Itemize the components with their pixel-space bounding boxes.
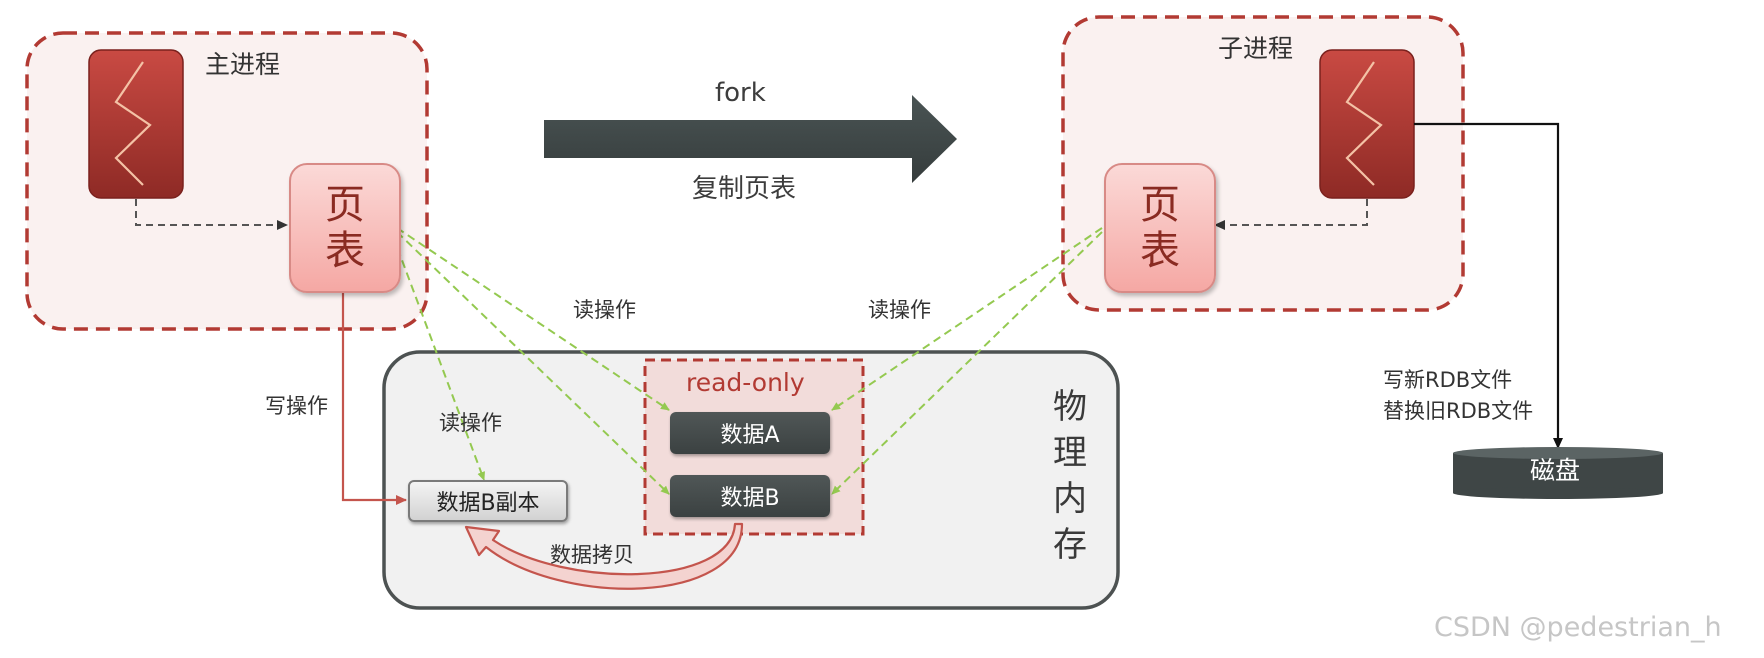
child-page-table-char-1: 页: [1140, 182, 1180, 228]
fork-sublabel: 复制页表: [692, 174, 797, 204]
child-thread-icon: [1345, 61, 1383, 186]
read-op-label-copy: 读操作: [439, 411, 502, 435]
data-b-copy-box: 数据B副本: [408, 480, 568, 522]
main-page-table: 页 表: [289, 163, 401, 293]
data-copy-label: 数据拷贝: [550, 543, 634, 567]
child-page-table-char-2: 表: [1140, 228, 1180, 274]
read-op-label-child: 读操作: [868, 298, 931, 322]
child-read-to-data-a: [831, 227, 1103, 411]
physical-memory-title-char-4: 存: [1053, 525, 1087, 565]
main-process-title: 主进程: [205, 50, 281, 79]
physical-memory-title-char-2: 理: [1053, 433, 1087, 473]
physical-memory-title-char-3: 内: [1053, 479, 1087, 519]
main-thread-block: [88, 49, 184, 199]
physical-memory-title-char-1: 物: [1053, 387, 1087, 427]
child-thread-to-page-table: [1214, 199, 1368, 230]
disk-body: [1453, 453, 1663, 493]
read-op-label-main: 读操作: [573, 298, 636, 322]
read-only-label: read-only: [686, 368, 805, 397]
write-op-label: 写操作: [265, 394, 328, 418]
data-copy-arrow: [464, 522, 744, 590]
write-rdb-arrow: [1414, 122, 1563, 449]
main-thread-to-page-table: [135, 199, 288, 230]
disk-bottom: [1453, 487, 1663, 499]
main-read-to-data-b: [396, 231, 670, 495]
fork-label: fork: [715, 78, 766, 108]
main-thread-icon: [114, 61, 152, 186]
write-rdb-label-line2: 替换旧RDB文件: [1383, 399, 1534, 423]
write-operation-arrow: [341, 289, 407, 505]
data-b-box: 数据B: [670, 475, 830, 517]
main-read-to-data-b-copy: [392, 235, 485, 481]
disk-label: 磁盘: [1530, 456, 1581, 485]
watermark: CSDN @pedestrian_h: [1434, 612, 1722, 643]
write-rdb-label-line1: 写新RDB文件: [1383, 368, 1513, 392]
child-page-table: 页 表: [1104, 163, 1216, 293]
fork-arrow: [544, 95, 957, 183]
disk-top: [1453, 447, 1663, 459]
main-read-to-data-a: [396, 227, 670, 411]
main-page-table-char-1: 页: [325, 182, 365, 228]
child-process-title: 子进程: [1218, 34, 1294, 63]
main-page-table-char-2: 表: [325, 228, 365, 274]
child-read-to-data-b: [831, 231, 1103, 495]
data-a-box: 数据A: [670, 412, 830, 454]
